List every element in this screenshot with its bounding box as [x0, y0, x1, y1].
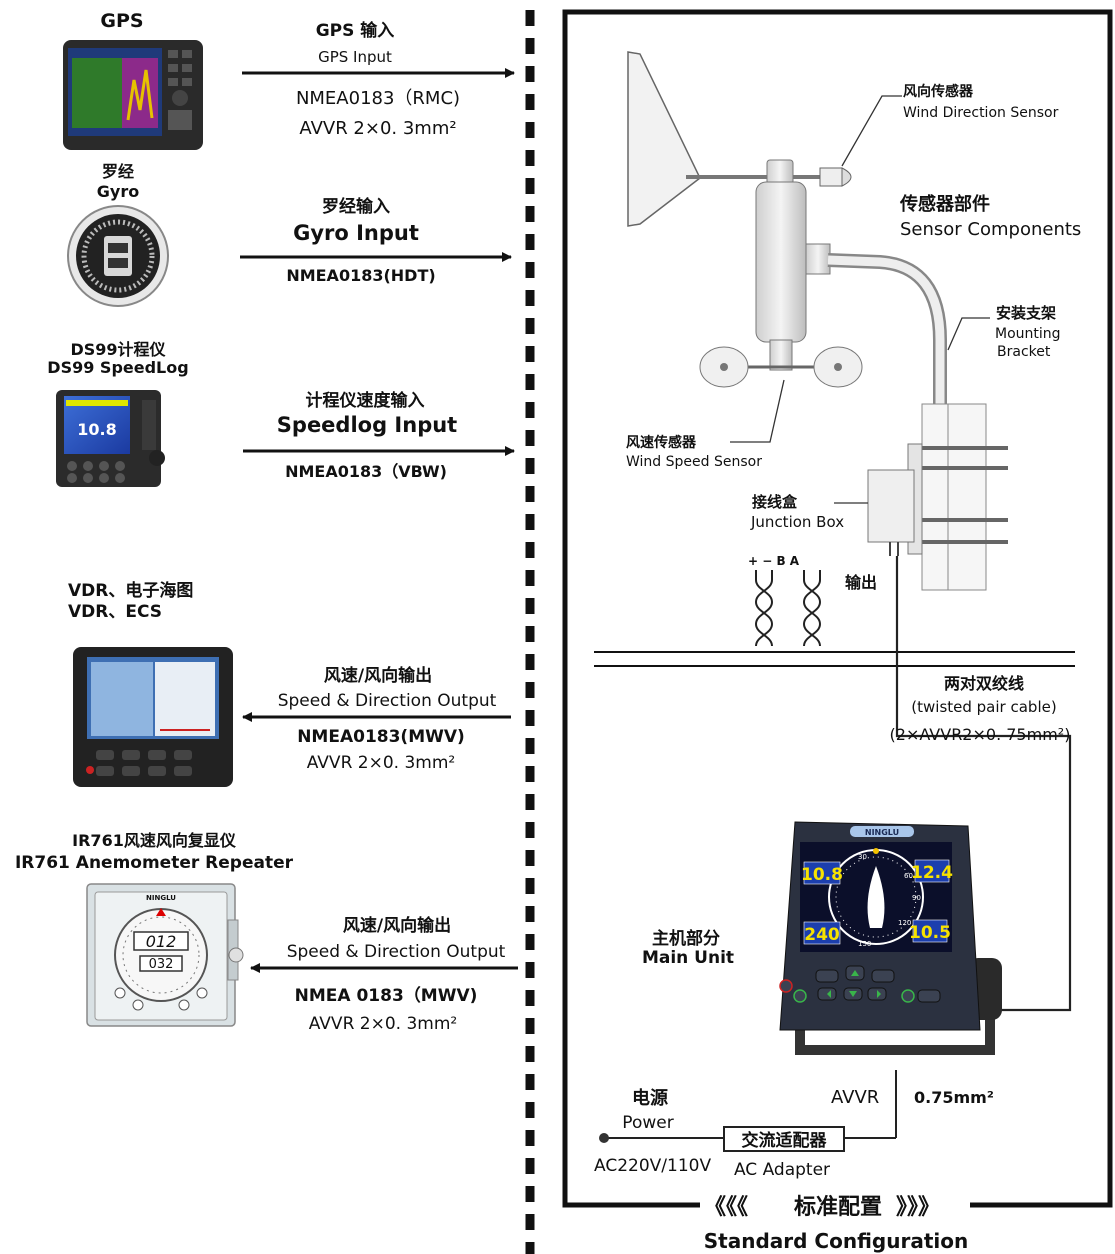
- power-voltage: AC220V/110V: [594, 1156, 711, 1176]
- gyro-device: 罗经 Gyro: [67, 162, 169, 307]
- dial-90: 90: [912, 894, 921, 902]
- bracket-label-en2: Bracket: [997, 344, 1051, 360]
- vdr-output-spec2: AVVR 2×0. 3mm²: [307, 753, 455, 773]
- gps-device: GPS: [63, 10, 203, 150]
- dial-60: 60: [904, 872, 913, 880]
- sensor-components-label-cn: 传感器部件: [899, 193, 990, 215]
- sensor-assembly: [627, 51, 1008, 591]
- speedlog-input-label-en: Speedlog Input: [277, 413, 457, 437]
- readout-bottom-left: 240: [804, 925, 840, 945]
- repeater-title-cn: IR761风速风向复显仪: [72, 831, 237, 850]
- repeater-link: 风速/风向输出 Speed & Direction Output NMEA 01…: [250, 915, 518, 1034]
- speedlog-screen-value: 10.8: [77, 420, 116, 439]
- speedlog-input-spec1: NMEA0183（VBW): [285, 462, 447, 481]
- wind-speed-label-en: Wind Speed Sensor: [626, 454, 762, 470]
- main-unit-label-en: Main Unit: [642, 948, 734, 968]
- cable-label-cn: 两对双绞线: [944, 674, 1024, 693]
- gps-link: GPS 输入 GPS Input NMEA0183（RMC) AVVR 2×0.…: [242, 20, 515, 139]
- dial-120: 120: [898, 919, 911, 927]
- footer-title-cn: 标准配置: [794, 1194, 882, 1220]
- speedlog-title-en: DS99 SpeedLog: [47, 358, 188, 377]
- vdr-title-en: VDR、ECS: [68, 602, 162, 622]
- speedlog-link: 计程仪速度输入 Speedlog Input NMEA0183（VBW): [243, 390, 515, 481]
- power-plug-dot: [599, 1133, 609, 1143]
- bracket-label-cn: 安装支架: [996, 304, 1056, 322]
- gps-input-label-cn: GPS 输入: [316, 20, 395, 41]
- readout-bottom-right: 10.5: [909, 923, 951, 943]
- main-unit-label-cn: 主机部分: [652, 928, 720, 949]
- repeater-output-spec1: NMEA 0183（MWV): [295, 985, 478, 1006]
- main-unit-brand: NINGLU: [865, 828, 899, 837]
- repeater-output-label-en: Speed & Direction Output: [287, 942, 506, 962]
- output-label-cn: 输出: [845, 573, 877, 592]
- gyro-input-spec1: NMEA0183(HDT): [286, 266, 435, 285]
- gyro-input-label-cn: 罗经输入: [322, 196, 390, 217]
- footer-right-arrows: 》》》: [896, 1195, 940, 1220]
- speedlog-title-cn: DS99计程仪: [70, 340, 166, 359]
- gyro-link: 罗经输入 Gyro Input NMEA0183(HDT): [240, 196, 512, 285]
- gps-title: GPS: [100, 10, 143, 32]
- vdr-title-cn: VDR、电子海图: [68, 580, 193, 601]
- repeater-brand: NINGLU: [146, 894, 176, 902]
- terminal-labels: + − B A: [748, 554, 800, 568]
- power-label-cn: 电源: [632, 1087, 668, 1109]
- ac-adapter-label-en: AC Adapter: [734, 1160, 830, 1180]
- sensor-body: [755, 181, 807, 343]
- repeater-title-en: IR761 Anemometer Repeater: [15, 853, 294, 873]
- dial-30: 30: [858, 853, 867, 861]
- gyro-input-label-en: Gyro Input: [293, 221, 419, 245]
- main-unit-labels: 主机部分 Main Unit: [642, 928, 734, 968]
- main-unit: NINGLU 30 60 90 120 150 10.8 12.4 240 10…: [779, 821, 1002, 1055]
- gps-input-spec2: AVVR 2×0. 3mm²: [299, 118, 456, 139]
- power-label-en: Power: [622, 1113, 673, 1133]
- vdr-output-label-cn: 风速/风向输出: [324, 665, 432, 686]
- junction-box-label-cn: 接线盒: [752, 493, 798, 511]
- power-section: 交流适配器 AC Adapter 电源 Power AC220V/110V AV…: [594, 1070, 994, 1180]
- power-avvr-label: AVVR: [831, 1087, 879, 1108]
- repeater-display-top: 012: [146, 932, 177, 951]
- wind-direction-label-cn: 风向传感器: [903, 83, 974, 100]
- readout-top-right: 12.4: [911, 863, 953, 883]
- cable-labels: 两对双绞线 (twisted pair cable) (2×AVVR2×0. 7…: [890, 674, 1071, 744]
- junction-box: [867, 469, 915, 543]
- cable-label-en: (twisted pair cable): [911, 698, 1056, 716]
- gyro-title-cn: 罗经: [102, 162, 134, 181]
- repeater-device: IR761风速风向复显仪 IR761 Anemometer Repeater N…: [15, 831, 294, 1027]
- repeater-output-spec2: AVVR 2×0. 3mm²: [309, 1014, 457, 1034]
- repeater-display-bottom: 032: [149, 957, 174, 972]
- power-cable-spec: 0.75mm²: [914, 1088, 994, 1107]
- vdr-link: 风速/风向输出 Speed & Direction Output NMEA018…: [242, 665, 511, 773]
- cable-run: [895, 556, 1072, 1012]
- cable-spec: (2×AVVR2×0. 75mm²): [890, 725, 1071, 744]
- gps-input-label-en: GPS Input: [318, 48, 392, 66]
- ac-adapter-box: [723, 1126, 845, 1152]
- wind-direction-label-en: Wind Direction Sensor: [903, 105, 1059, 121]
- footer-left-arrows: 《《《: [704, 1195, 748, 1220]
- speedlog-input-label-cn: 计程仪速度输入: [306, 390, 425, 411]
- footer: 《《《 标准配置 》》》 Standard Configuration: [704, 1194, 968, 1253]
- readout-top-left: 10.8: [801, 865, 843, 885]
- standard-config-frame: [562, 9, 1113, 1208]
- dial-150: 150: [858, 940, 871, 948]
- wind-vane-tail: [627, 51, 701, 227]
- ac-adapter-label-cn: 交流适配器: [742, 1130, 828, 1151]
- repeater-output-label-cn: 风速/风向输出: [343, 915, 451, 936]
- gyro-title-en: Gyro: [97, 182, 139, 201]
- vdr-device: VDR、电子海图 VDR、ECS: [68, 580, 233, 787]
- sensor-labels: 风向传感器 Wind Direction Sensor 传感器部件 Sensor…: [626, 83, 1081, 592]
- vdr-output-spec1: NMEA0183(MWV): [297, 727, 465, 747]
- gps-input-spec1: NMEA0183（RMC): [296, 88, 460, 109]
- footer-title-en: Standard Configuration: [704, 1229, 968, 1253]
- sensor-components-label-en: Sensor Components: [900, 219, 1081, 240]
- wind-speed-label-cn: 风速传感器: [626, 434, 697, 451]
- bracket-label-en1: Mounting: [995, 326, 1061, 342]
- vdr-output-label-en: Speed & Direction Output: [278, 691, 497, 711]
- twisted-pairs: [754, 570, 822, 647]
- junction-box-label-en: Junction Box: [750, 513, 844, 531]
- speedlog-device: DS99计程仪 DS99 SpeedLog 10.8: [47, 340, 189, 487]
